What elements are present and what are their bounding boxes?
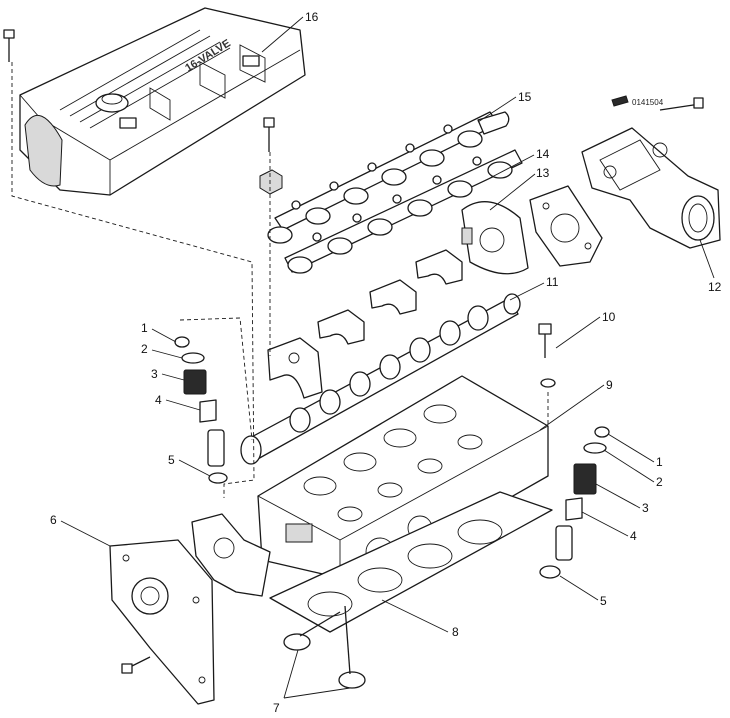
callout-16: 16 bbox=[305, 10, 319, 24]
water-outlet-housing bbox=[581, 97, 721, 249]
leader-lines bbox=[60, 16, 715, 699]
callout-5-left: 5 bbox=[168, 453, 175, 467]
callout-7: 7 bbox=[273, 701, 280, 715]
callout-4-left: 4 bbox=[155, 393, 162, 407]
callout-3-right: 3 bbox=[642, 501, 649, 515]
callout-1-left: 1 bbox=[141, 321, 148, 335]
cover-bolt bbox=[3, 29, 15, 62]
front-housing bbox=[109, 539, 215, 705]
callout-10: 10 bbox=[602, 310, 616, 324]
callout-15: 15 bbox=[518, 90, 532, 104]
callout-3-left: 3 bbox=[151, 367, 158, 381]
callout-11: 11 bbox=[546, 275, 559, 289]
callout-1-right: 1 bbox=[656, 455, 663, 469]
callout-14: 14 bbox=[536, 147, 550, 161]
callout-4-right: 4 bbox=[630, 529, 637, 543]
housing-gasket bbox=[529, 185, 603, 267]
callout-labels: 16 15 14 13 12 11 10 9 8 7 6 1 2 3 4 5 1… bbox=[50, 10, 722, 715]
callout-2-left: 2 bbox=[141, 342, 148, 356]
valve-train-left bbox=[174, 336, 228, 484]
valves bbox=[283, 605, 366, 689]
cylinder-head bbox=[257, 375, 549, 579]
valve-cover: 16-VALVE bbox=[19, 7, 306, 196]
valve-train-right bbox=[539, 426, 610, 579]
callout-9: 9 bbox=[606, 378, 613, 392]
callout-13: 13 bbox=[536, 166, 550, 180]
callout-2-right: 2 bbox=[656, 475, 663, 489]
head-gasket bbox=[269, 491, 553, 633]
rocker-shaft-assembly bbox=[267, 111, 523, 274]
callout-12: 12 bbox=[708, 280, 722, 294]
callout-5-right: 5 bbox=[600, 594, 607, 608]
camshaft bbox=[240, 293, 521, 465]
head-bolt bbox=[538, 323, 556, 388]
cap-bolt bbox=[259, 117, 283, 195]
alignment-lines bbox=[11, 62, 549, 498]
figure-code: 0141504 bbox=[632, 98, 664, 107]
camshaft-bearing-caps bbox=[267, 249, 463, 399]
timing-backplate bbox=[461, 201, 529, 275]
front-housing-gasket bbox=[191, 513, 271, 597]
callout-8: 8 bbox=[452, 625, 459, 639]
housing-bolt bbox=[121, 656, 151, 674]
figure-code-mark: 0141504 bbox=[611, 95, 664, 107]
callout-6: 6 bbox=[50, 513, 57, 527]
